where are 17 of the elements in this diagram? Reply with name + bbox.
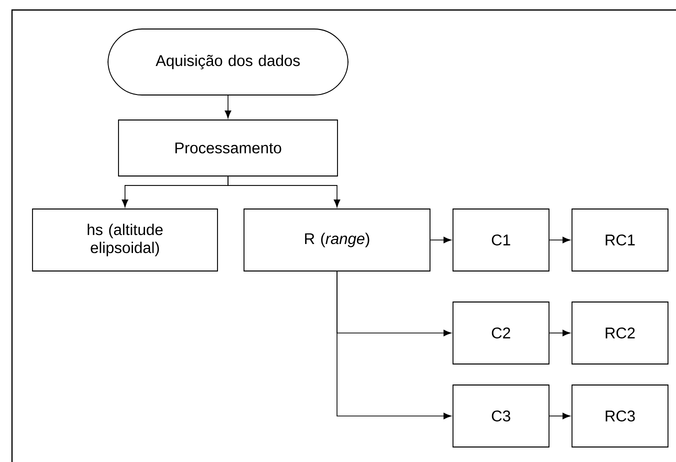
process-box: RC2 bbox=[572, 302, 668, 364]
process-box: Processamento bbox=[118, 120, 338, 176]
start-terminal: Aquisição dos dados bbox=[108, 28, 348, 96]
process-box: C3 bbox=[452, 384, 550, 448]
arrow bbox=[336, 271, 452, 420]
arrow bbox=[224, 95, 232, 118]
arrow bbox=[228, 176, 340, 208]
arrow bbox=[549, 412, 570, 420]
arrow bbox=[549, 330, 570, 336]
arrow bbox=[430, 236, 452, 244]
process-box: RC1 bbox=[572, 208, 668, 272]
process-box: C1 bbox=[452, 208, 550, 272]
process-box: R (range) bbox=[244, 208, 430, 272]
process-box: C2 bbox=[452, 302, 550, 364]
process-box: RC3 bbox=[572, 384, 668, 448]
arrow bbox=[549, 236, 570, 244]
process-box: hs (altitude elipsoidal) bbox=[32, 208, 218, 272]
